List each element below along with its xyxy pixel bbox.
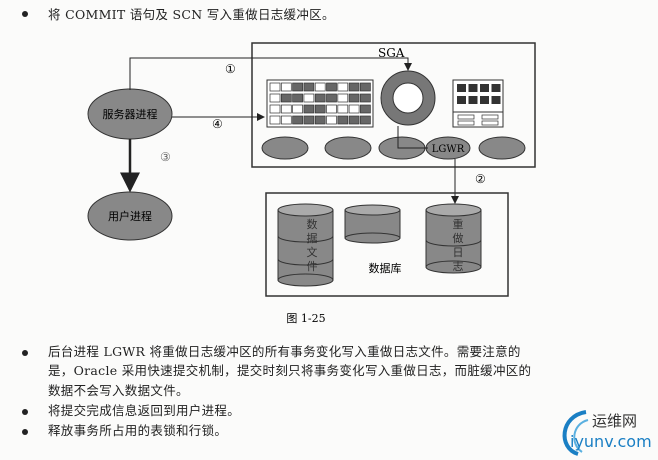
redo-log-buffer-donut bbox=[380, 70, 436, 126]
control-file-cylinder bbox=[344, 204, 401, 244]
pool-block bbox=[457, 120, 475, 126]
buffer-block bbox=[337, 115, 349, 125]
user-process-label: 用户进程 bbox=[108, 209, 152, 223]
buffer-block bbox=[348, 93, 360, 103]
step4-label: ④ bbox=[212, 117, 223, 131]
pool-block bbox=[491, 96, 501, 104]
buffer-block bbox=[337, 82, 349, 92]
buffer-block bbox=[348, 115, 360, 125]
bullet-text: 是，Oracle 采用快速提交机制，提交时刻只将事务变化写入重做日志，而脏缓冲区… bbox=[48, 363, 532, 378]
buffer-block bbox=[292, 93, 303, 103]
step1-label: ① bbox=[225, 62, 236, 76]
bullet-dot bbox=[22, 429, 28, 435]
lgwr-label: LGWR bbox=[432, 144, 465, 155]
buffer-block bbox=[314, 82, 326, 92]
redo-log-label: 重 bbox=[453, 217, 464, 231]
buffer-block bbox=[326, 115, 337, 125]
buffer-block bbox=[314, 93, 326, 103]
redo-log-label: 志 bbox=[453, 260, 464, 273]
buffer-block bbox=[360, 82, 371, 92]
intro-bullet-text: 将 COMMIT 语句及 SCN 写入重做日志缓冲区。 bbox=[48, 7, 335, 22]
bullet-text: 数据不会写入数据文件。 bbox=[48, 383, 189, 398]
shared-pool-grid bbox=[452, 79, 504, 128]
oracle-commit-diagram: SGA LGWR 服务器进程 用户进程 ① ④ bbox=[87, 42, 536, 325]
data-file-cylinder bbox=[277, 203, 334, 287]
pool-block bbox=[480, 96, 489, 104]
redo-log-label: 做 bbox=[453, 231, 464, 245]
buffer-cache-grid bbox=[266, 79, 374, 128]
buffer-block bbox=[337, 104, 349, 114]
bullet-text: 将提交完成信息返回到用户进程。 bbox=[48, 403, 241, 418]
background-process bbox=[324, 136, 372, 160]
pool-block bbox=[491, 84, 501, 92]
pool-block bbox=[457, 84, 466, 92]
buffer-block bbox=[292, 82, 303, 92]
bullet-dot bbox=[22, 409, 28, 415]
buffer-block bbox=[326, 82, 337, 92]
buffer-block bbox=[280, 93, 292, 103]
background-process bbox=[478, 136, 526, 160]
pool-block bbox=[480, 84, 489, 92]
sga-label: SGA bbox=[378, 46, 405, 60]
buffer-block bbox=[314, 115, 326, 125]
bullet-dot bbox=[22, 350, 28, 356]
buffer-block bbox=[314, 104, 326, 114]
pool-block bbox=[468, 84, 478, 92]
buffer-block bbox=[303, 82, 315, 92]
buffer-block bbox=[326, 104, 337, 114]
buffer-block bbox=[303, 93, 315, 103]
pool-block bbox=[468, 96, 478, 104]
data-file-label: 据 bbox=[307, 231, 318, 245]
buffer-block bbox=[280, 82, 292, 92]
server-process-label: 服务器进程 bbox=[103, 108, 158, 121]
redo-log-label: 日 bbox=[453, 246, 464, 259]
pool-block bbox=[457, 96, 466, 104]
buffer-block bbox=[348, 82, 360, 92]
background-process bbox=[261, 136, 309, 160]
buffer-block bbox=[269, 82, 281, 92]
redo-log-cylinder bbox=[425, 203, 482, 274]
buffer-block bbox=[337, 93, 349, 103]
buffer-block bbox=[269, 115, 281, 125]
bullet-dot bbox=[22, 11, 28, 17]
data-file-label: 数 bbox=[307, 218, 318, 231]
buffer-block bbox=[360, 93, 371, 103]
buffer-block bbox=[269, 93, 281, 103]
figure-caption: 图 1-25 bbox=[286, 312, 325, 325]
sga-box bbox=[251, 42, 536, 168]
watermark-cn: 运维网 bbox=[592, 412, 638, 430]
database-label: 数据库 bbox=[369, 261, 402, 275]
data-file-label: 文 bbox=[307, 245, 318, 259]
buffer-block bbox=[360, 115, 371, 125]
buffer-block bbox=[292, 104, 303, 114]
buffer-block bbox=[280, 104, 292, 114]
watermark-en: iyunv.com bbox=[570, 432, 652, 451]
watermark-logo: 运维网 iyunv.com bbox=[556, 408, 656, 458]
buffer-block bbox=[326, 93, 337, 103]
arrow-step1 bbox=[129, 57, 412, 90]
bullet-text: 释放事务所占用的表锁和行锁。 bbox=[48, 423, 228, 438]
buffer-block bbox=[269, 104, 281, 114]
data-file-label: 件 bbox=[307, 260, 318, 273]
buffer-block bbox=[292, 115, 303, 125]
buffer-block bbox=[303, 115, 315, 125]
step3-label: ③ bbox=[160, 150, 171, 164]
step2-label: ② bbox=[475, 172, 486, 186]
buffer-block bbox=[360, 104, 371, 114]
bullet-text: 后台进程 LGWR 将重做日志缓冲区的所有事务变化写入重做日志文件。需要注意的 bbox=[48, 344, 521, 359]
pool-block bbox=[457, 114, 475, 120]
pool-block bbox=[481, 120, 499, 126]
buffer-block bbox=[348, 104, 360, 114]
buffer-block bbox=[280, 115, 292, 125]
pool-block bbox=[481, 114, 499, 120]
database-box bbox=[265, 192, 509, 297]
buffer-block bbox=[303, 104, 315, 114]
